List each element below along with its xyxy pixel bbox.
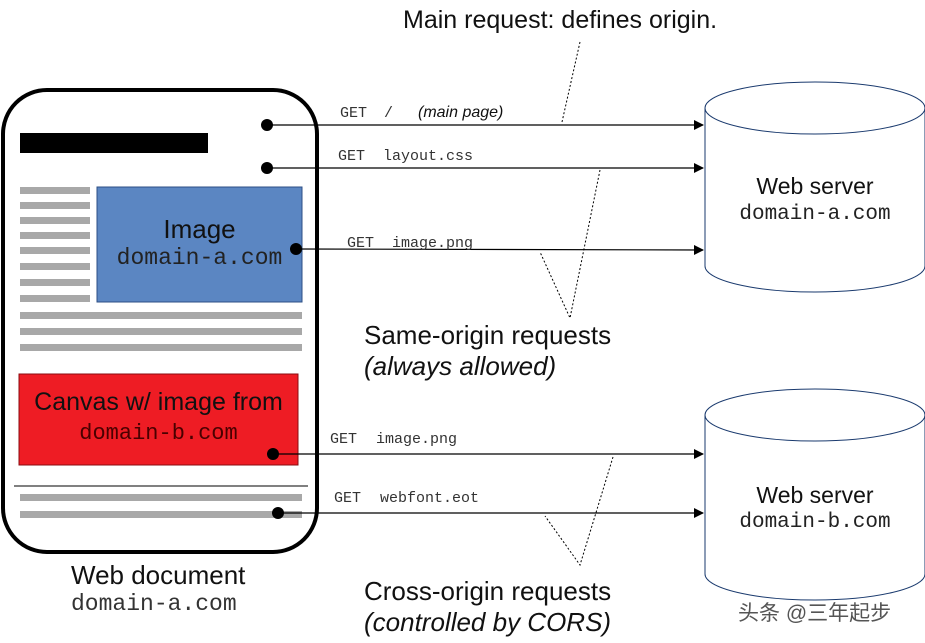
label-webfont-path: webfont.eot — [380, 490, 480, 507]
document-domain: domain-a.com — [71, 591, 237, 617]
pointer-same-origin — [539, 169, 601, 320]
server-a-domain: domain-a.com — [739, 203, 891, 226]
document-text-lines-full — [20, 312, 302, 351]
same-origin-title: Same-origin requests — [364, 320, 612, 350]
dot-image-b — [267, 448, 279, 460]
pointer-main-request — [561, 41, 581, 123]
label-main-method: GET — [340, 105, 368, 122]
image-block-domain: domain-a.com — [116, 245, 283, 271]
dot-image-a — [290, 243, 302, 255]
watermark: 头条 @三年起步 — [738, 602, 892, 625]
dot-webfont — [272, 507, 284, 519]
label-image-a-method: GET — [347, 235, 375, 252]
canvas-block — [18, 373, 299, 466]
annotation-pointers — [539, 41, 614, 567]
web-document-frame — [1, 88, 319, 554]
server-b-domain: domain-b.com — [739, 511, 891, 534]
server-b-title: Web server — [756, 482, 874, 508]
web-server-b-cylinder — [704, 388, 925, 601]
label-main-path: / — [384, 105, 394, 122]
label-main-note: (main page) — [418, 104, 504, 121]
request-arrows — [267, 120, 704, 518]
cross-origin-subtitle: (controlled by CORS) — [364, 607, 612, 637]
arrow-image-a — [295, 244, 704, 255]
dot-layout-css — [261, 162, 273, 174]
label-image-b-path: image.png — [376, 431, 458, 448]
dot-main-request — [261, 119, 273, 131]
document-caption: Web document — [71, 560, 246, 590]
label-layout-path: layout.css — [383, 148, 474, 165]
canvas-block-domain: domain-b.com — [79, 421, 238, 446]
pointer-cross-origin — [544, 456, 614, 567]
image-block-label: Image — [163, 214, 236, 244]
same-origin-subtitle: (always allowed) — [364, 351, 557, 381]
label-image-a-path: image.png — [392, 235, 474, 252]
server-a-title: Web server — [756, 173, 874, 199]
main-request-note: Main request: defines origin. — [403, 6, 718, 34]
label-image-b-method: GET — [330, 431, 358, 448]
cross-origin-title: Cross-origin requests — [364, 576, 612, 606]
web-server-a-cylinder — [704, 81, 925, 293]
document-text-lines-left — [20, 187, 90, 302]
canvas-block-label: Canvas w/ image from — [34, 388, 283, 416]
document-footer-lines — [20, 494, 302, 518]
document-header-bar — [20, 133, 208, 153]
label-webfont-method: GET — [334, 490, 362, 507]
image-block — [96, 186, 303, 303]
label-layout-method: GET — [338, 148, 366, 165]
request-origin-dots — [261, 119, 302, 519]
